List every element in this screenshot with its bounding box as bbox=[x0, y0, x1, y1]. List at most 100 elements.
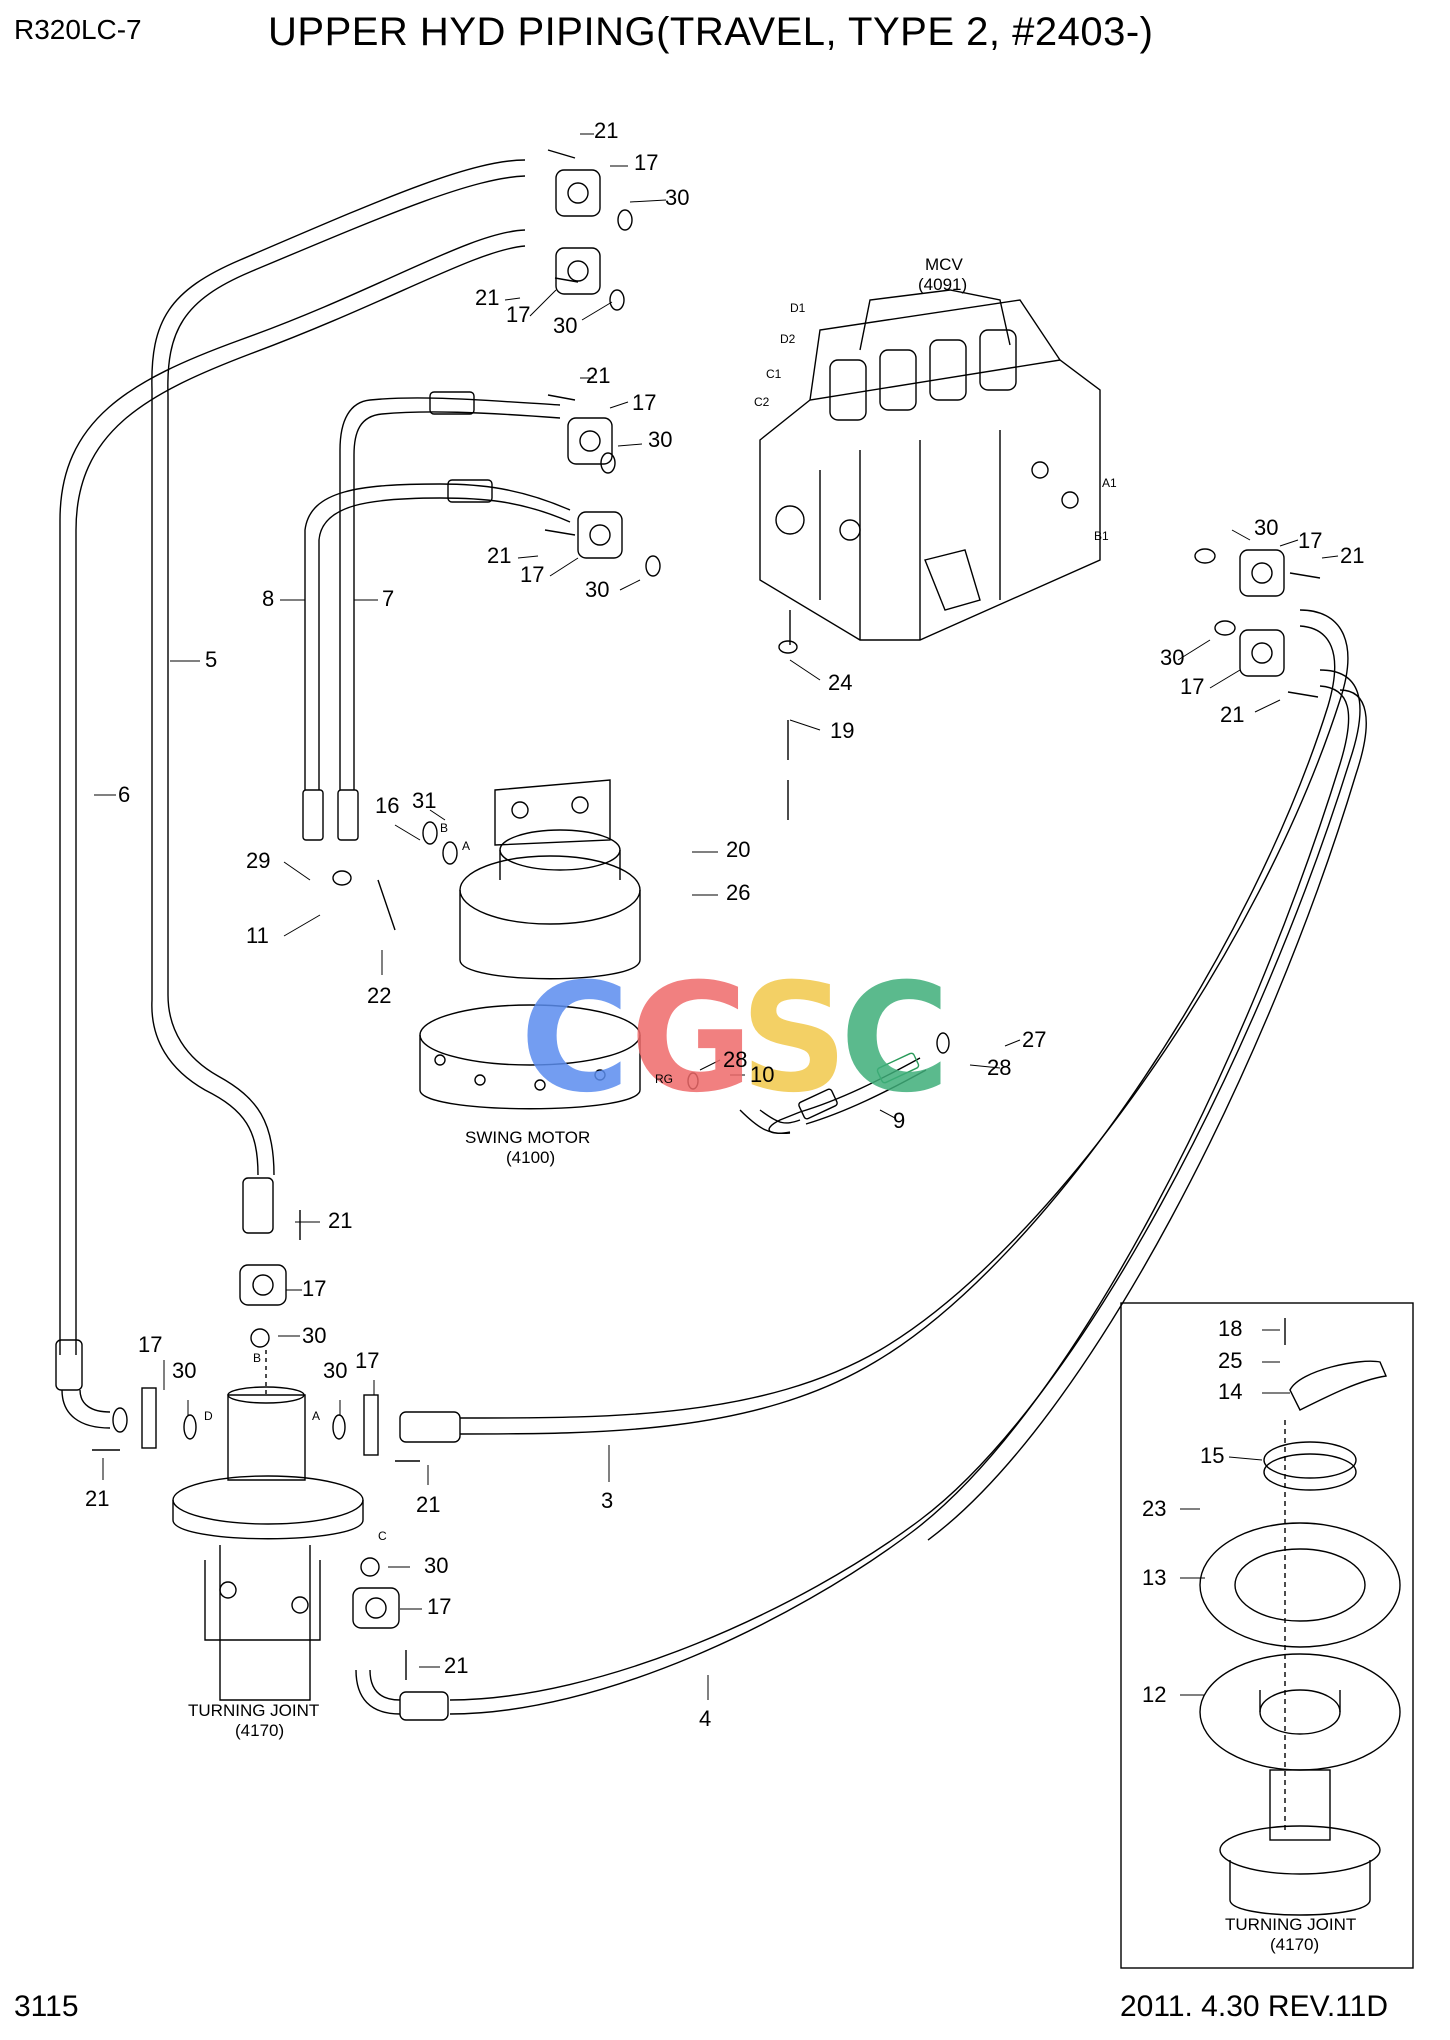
callout-number: 17 bbox=[355, 1348, 379, 1373]
o-rings bbox=[183, 209, 1236, 1577]
callout-number: 16 bbox=[375, 793, 399, 818]
callout-number: 30 bbox=[424, 1553, 448, 1578]
callout-number: 17 bbox=[1298, 528, 1322, 553]
callout-number: 30 bbox=[1254, 515, 1278, 540]
callout-number: 15 bbox=[1200, 1443, 1224, 1468]
swing-motor bbox=[419, 779, 641, 1110]
port-label: B bbox=[253, 1351, 261, 1365]
port-label: C bbox=[378, 1529, 387, 1543]
port-label: A1 bbox=[1102, 476, 1117, 490]
port-label: RG bbox=[655, 1072, 673, 1086]
callout-number: 31 bbox=[412, 788, 436, 813]
port-label: D2 bbox=[780, 332, 796, 346]
inset-parts bbox=[1199, 1318, 1401, 1916]
callout-number: 30 bbox=[553, 313, 577, 338]
mcv-label: MCV bbox=[925, 255, 963, 274]
turning-joint-code: (4170) bbox=[235, 1721, 284, 1740]
callout-number: 21 bbox=[444, 1653, 468, 1678]
callout-number: 17 bbox=[427, 1594, 451, 1619]
watermark-letter: C bbox=[840, 952, 950, 1126]
port-label: C2 bbox=[754, 395, 770, 409]
callout-number: 13 bbox=[1142, 1565, 1166, 1590]
swing-motor-code: (4100) bbox=[506, 1148, 555, 1167]
callout-number: 30 bbox=[648, 427, 672, 452]
swing-motor-label: SWING MOTOR bbox=[465, 1128, 590, 1147]
port-label: D1 bbox=[790, 301, 806, 315]
callout-number: 23 bbox=[1142, 1496, 1166, 1521]
callout-number: 21 bbox=[594, 118, 618, 143]
callout-number: 21 bbox=[1220, 702, 1244, 727]
callout-number: 20 bbox=[726, 837, 750, 862]
callout-number: 12 bbox=[1142, 1682, 1166, 1707]
callout-number: 11 bbox=[246, 923, 269, 948]
callout-number: 21 bbox=[1340, 543, 1364, 568]
callout-number: 17 bbox=[506, 302, 530, 327]
port-label: C1 bbox=[766, 367, 782, 381]
hose-4 bbox=[355, 669, 1367, 1721]
watermark-letter: G bbox=[630, 952, 753, 1126]
callout-number: 17 bbox=[138, 1332, 162, 1357]
callout-number: 17 bbox=[1180, 674, 1204, 699]
callout-number: 30 bbox=[323, 1358, 347, 1383]
flange-clamps bbox=[141, 169, 1285, 1629]
port-label: B1 bbox=[1094, 529, 1109, 543]
hose-8 bbox=[302, 479, 571, 841]
callout-number: 4 bbox=[699, 1706, 711, 1731]
callout-number: 8 bbox=[262, 586, 274, 611]
inset-turning-joint-code: (4170) bbox=[1270, 1935, 1319, 1954]
callout-number: 21 bbox=[487, 543, 511, 568]
leader-lines bbox=[94, 133, 1339, 1700]
bolts bbox=[92, 149, 1321, 1680]
mcv-code: (4091) bbox=[918, 275, 967, 294]
callout-number: 28 bbox=[987, 1055, 1011, 1080]
mcv-valve-block bbox=[759, 289, 1101, 645]
callout-number: 17 bbox=[520, 562, 544, 587]
watermark: C G S C bbox=[520, 952, 950, 1126]
callout-number: 30 bbox=[665, 185, 689, 210]
hose-6 bbox=[55, 229, 526, 1433]
callout-number: 30 bbox=[585, 577, 609, 602]
callout-number: 25 bbox=[1218, 1348, 1242, 1373]
callout-number: 19 bbox=[830, 718, 854, 743]
callout-number: 21 bbox=[586, 363, 610, 388]
callout-number: 21 bbox=[328, 1208, 352, 1233]
callout-number: 27 bbox=[1022, 1027, 1046, 1052]
inset-panel bbox=[1120, 1302, 1414, 1969]
callout-number: 30 bbox=[1160, 645, 1184, 670]
callout-number: 17 bbox=[632, 390, 656, 415]
callout-number: 10 bbox=[750, 1062, 774, 1087]
turning-joint-label: TURNING JOINT bbox=[188, 1701, 319, 1720]
callout-number: 7 bbox=[382, 586, 394, 611]
watermark-letter: S bbox=[740, 952, 848, 1126]
hose-5 bbox=[151, 159, 526, 1234]
callout-number: 30 bbox=[172, 1358, 196, 1383]
callout-number: 24 bbox=[828, 670, 852, 695]
callout-number: 14 bbox=[1218, 1379, 1242, 1404]
callout-number: 18 bbox=[1218, 1316, 1242, 1341]
turning-joint bbox=[172, 1350, 364, 1701]
callout-number: 3 bbox=[601, 1488, 613, 1513]
model-label: R320LC-7 bbox=[14, 14, 142, 45]
callout-number: 28 bbox=[723, 1047, 747, 1072]
callout-number: 21 bbox=[416, 1492, 440, 1517]
port-label: B bbox=[440, 821, 448, 835]
page-title: UPPER HYD PIPING(TRAVEL, TYPE 2, #2403-) bbox=[268, 10, 1154, 54]
callout-number: 5 bbox=[205, 647, 217, 672]
hose-7 bbox=[337, 391, 561, 841]
page-number: 3115 bbox=[14, 1990, 79, 2023]
hose-9 bbox=[739, 1052, 927, 1135]
callout-number: 6 bbox=[118, 782, 130, 807]
callout-number: 21 bbox=[85, 1486, 109, 1511]
callout-number: 22 bbox=[367, 983, 391, 1008]
port-label: D bbox=[204, 1409, 213, 1423]
port-label: A bbox=[312, 1409, 320, 1423]
watermark-letter: C bbox=[520, 952, 630, 1126]
port-label: A bbox=[462, 839, 470, 853]
callout-number: 21 bbox=[475, 285, 499, 310]
revision-date: 2011. 4.30 REV.11D bbox=[1120, 1990, 1388, 2023]
callout-number: 17 bbox=[302, 1276, 326, 1301]
callout-number: 17 bbox=[634, 150, 658, 175]
callout-number: 26 bbox=[726, 880, 750, 905]
callout-number: 30 bbox=[302, 1323, 326, 1348]
